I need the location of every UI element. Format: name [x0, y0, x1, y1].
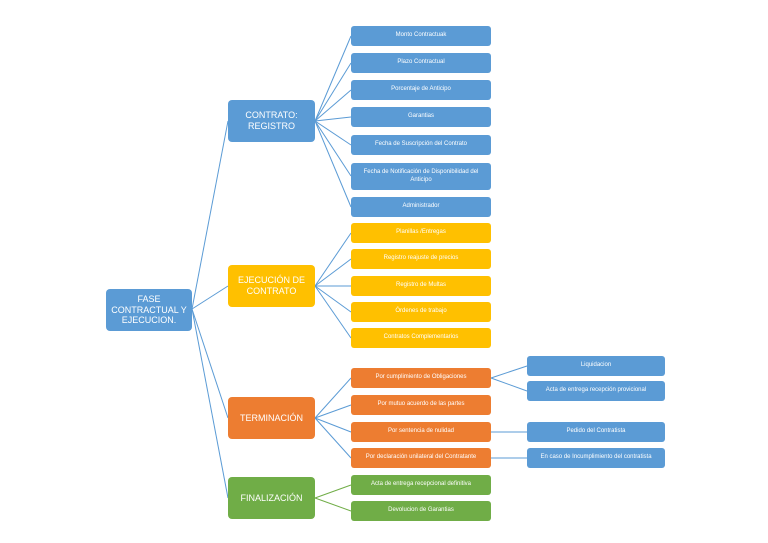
subitem-acta-provicional: Acta de entrega recepción provicional — [527, 381, 665, 401]
item-label: Fecha de Suscripción del Contrato — [374, 141, 468, 148]
item-registro-reajuste: Registro reajuste de precios — [351, 249, 491, 269]
item-fecha-notificacion: Fecha de Notificación de Disponibilidad … — [351, 163, 491, 190]
connector-line — [314, 120, 352, 146]
item-label: Por cumplimiento de Obligaciones — [375, 374, 467, 381]
item-fecha-suscripcion: Fecha de Suscripción del Contrato — [351, 135, 491, 155]
subitem-pedido-contratista: Pedido del Contratista — [527, 422, 665, 442]
connector-line — [191, 120, 229, 310]
item-por-cumplimiento: Por cumplimiento de Obligaciones — [351, 368, 491, 388]
item-por-declaracion-unilateral: Por declaración unilateral del Contratan… — [351, 448, 491, 468]
item-devolucion-garantias: Devolucion de Garantias — [351, 501, 491, 521]
item-garantias: Garantias — [351, 107, 491, 127]
branch-ejecucion-contrato: EJECUCIÓN DE CONTRATO — [228, 265, 315, 307]
item-label: Monto Contractuak — [395, 32, 447, 39]
connector-line — [314, 120, 352, 208]
subitem-liquidacion: Liquidacion — [527, 356, 665, 376]
connector-line — [314, 484, 352, 499]
item-label: Administrador — [402, 203, 440, 210]
subitem-label: Acta de entrega recepción provicional — [545, 387, 647, 394]
item-por-sentencia-nulidad: Por sentencia de nulidad — [351, 422, 491, 442]
connector-line — [314, 89, 352, 122]
connector-line — [314, 258, 352, 287]
item-label: Acta de entrega recepcional definitiva — [370, 481, 472, 488]
item-planillas-entregas: Planillas /Entregas — [351, 223, 491, 243]
item-porcentaje-anticipo: Porcentaje de Anticipo — [351, 80, 491, 100]
item-label: Contratos Complementarios — [383, 334, 459, 341]
connector-line — [191, 308, 229, 499]
connector-line — [314, 404, 352, 419]
connector-line — [314, 116, 352, 122]
item-label: Devolucion de Garantias — [388, 507, 454, 514]
branch-terminacion: TERMINACIÓN — [228, 397, 315, 439]
connector-line — [490, 377, 528, 392]
item-label: Órdenes de trabajo — [395, 308, 447, 315]
branch-label: EJECUCIÓN DE CONTRATO — [237, 275, 305, 296]
item-monto-contractual: Monto Contractuak — [351, 26, 491, 46]
subitem-label: En caso de Incumplimiento del contratist… — [540, 454, 652, 461]
ejecucion-connectors — [314, 232, 352, 339]
item-label: Planillas /Entregas — [396, 229, 446, 236]
connector-line — [314, 417, 352, 433]
connector-line — [314, 497, 352, 512]
root-node-label: FASE CONTRACTUAL Y EJECUCION. — [111, 293, 187, 326]
root-node: FASE CONTRACTUAL Y EJECUCION. — [106, 289, 192, 331]
item-label: Registro reajuste de precios — [383, 255, 459, 262]
item-label: Por mutuo acuerdo de las partes — [377, 401, 465, 408]
connector-line — [490, 365, 528, 379]
subitem-incumplimiento: En caso de Incumplimiento del contratist… — [527, 448, 665, 468]
finalizacion-connectors — [314, 484, 352, 512]
connector-line — [314, 35, 352, 122]
item-por-mutuo-acuerdo: Por mutuo acuerdo de las partes — [351, 395, 491, 415]
item-administrador: Administrador — [351, 197, 491, 217]
item-label: Plazo Contractual — [397, 59, 445, 66]
item-label: Garantias — [407, 113, 434, 120]
root-connectors — [191, 120, 229, 499]
branch-contrato-registro: CONTRATO: REGISTRO — [228, 100, 315, 142]
connector-line — [314, 120, 352, 177]
branch-finalizacion: FINALIZACIÓN — [228, 477, 315, 519]
subitem-label: Liquidacion — [580, 362, 612, 369]
connector-line — [314, 62, 352, 122]
contrato-connectors — [314, 35, 352, 208]
connector-line — [314, 285, 352, 339]
connector-line — [191, 308, 229, 419]
terminacion-connectors — [314, 365, 528, 459]
item-label: Por declaración unilateral del Contratan… — [365, 454, 477, 461]
connector-line — [314, 417, 352, 459]
branch-label: FINALIZACIÓN — [240, 492, 303, 503]
branch-label: TERMINACIÓN — [240, 412, 303, 423]
item-label: Registro de Multas — [395, 282, 447, 289]
item-contratos-complementarios: Contratos Complementarios — [351, 328, 491, 348]
branch-label: CONTRATO: REGISTRO — [245, 110, 298, 131]
item-plazo-contractual: Plazo Contractual — [351, 53, 491, 73]
item-label: Fecha de Notificación de Disponibilidad … — [363, 169, 479, 183]
connector-line — [191, 285, 229, 310]
item-ordenes-trabajo: Órdenes de trabajo — [351, 302, 491, 322]
connector-line — [314, 232, 352, 287]
item-acta-definitiva: Acta de entrega recepcional definitiva — [351, 475, 491, 495]
connector-line — [314, 285, 352, 313]
connector-line — [314, 377, 352, 419]
subitem-label: Pedido del Contratista — [566, 428, 626, 435]
item-registro-multas: Registro de Multas — [351, 276, 491, 296]
item-label: Por sentencia de nulidad — [387, 428, 455, 435]
item-label: Porcentaje de Anticipo — [391, 86, 451, 93]
